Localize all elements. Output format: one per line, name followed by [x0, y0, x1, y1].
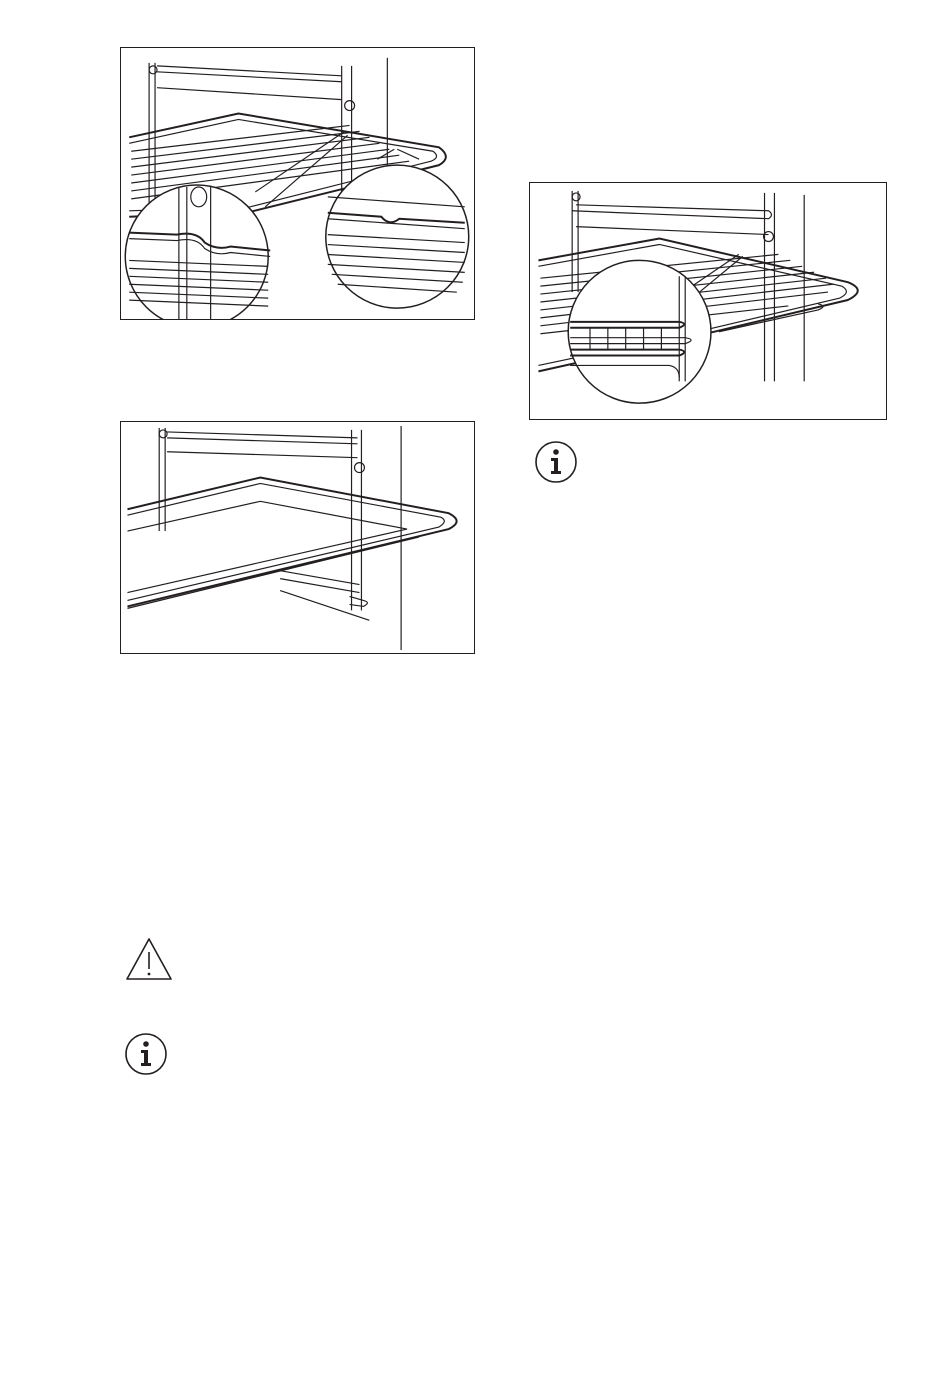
- info-icon: [124, 1032, 168, 1076]
- figure-tray-insertion: [120, 421, 475, 654]
- info-icon: [534, 440, 578, 484]
- figure-shelf-rails: [529, 182, 887, 420]
- shelf-rails-illustration: [530, 183, 886, 419]
- warning-triangle-icon: [124, 936, 174, 982]
- shelf-illustration: [121, 48, 474, 319]
- figure-shelf-insertion: [120, 47, 475, 320]
- tray-illustration: [121, 422, 474, 653]
